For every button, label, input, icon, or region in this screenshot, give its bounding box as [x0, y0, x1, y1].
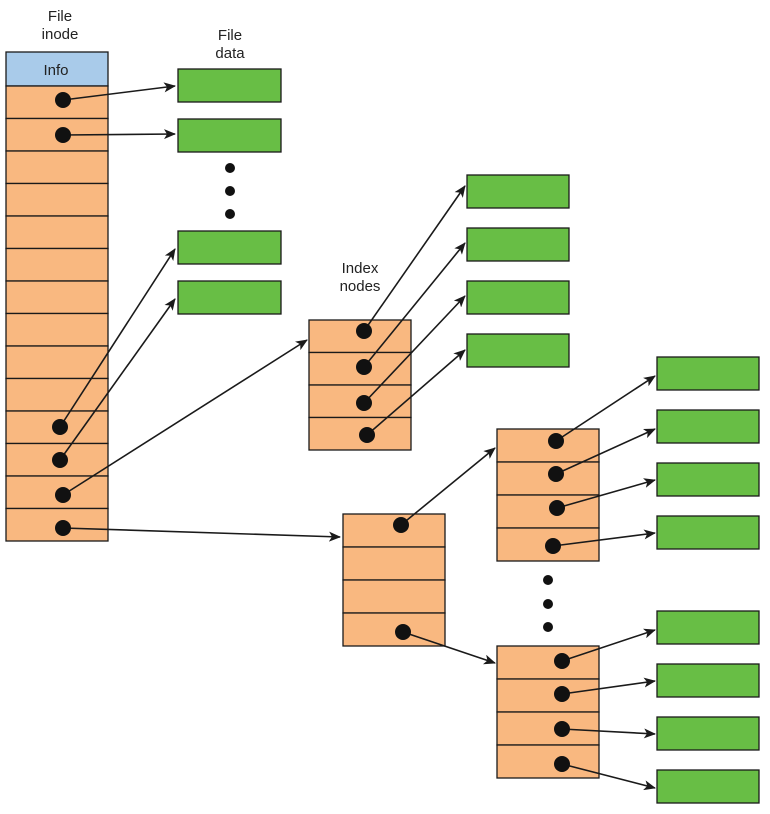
pointer-arrow: [363, 242, 466, 368]
pointer-dot: [359, 427, 375, 443]
pointer-dot: [554, 756, 570, 772]
data-block: [466, 280, 570, 315]
pointer-arrow: [400, 447, 496, 526]
index-node-entry: [496, 461, 600, 496]
data-block: [656, 716, 760, 751]
data-block: [656, 462, 760, 497]
pointer-arrow: [363, 295, 466, 404]
pointer-arrow: [561, 763, 656, 791]
pointer-dot: [356, 323, 372, 339]
pointer-arrow: [59, 248, 176, 428]
pointer-arrow: [561, 728, 656, 739]
index-node-entry: [342, 579, 446, 614]
ellipsis-dot: [543, 622, 553, 632]
pointer-arrow: [556, 478, 656, 509]
ellipsis-dot: [225, 186, 235, 196]
pointer-dot: [549, 500, 565, 516]
index-nodes-label-line2: nodes: [340, 278, 381, 295]
pointer-dot: [554, 653, 570, 669]
pointer-dot: [55, 92, 71, 108]
inode-slot: [5, 345, 109, 380]
data-block: [177, 280, 282, 315]
data-block: [656, 663, 760, 698]
pointer-arrow: [62, 129, 176, 140]
inode-slot: [5, 312, 109, 347]
pointer-dot: [52, 419, 68, 435]
pointer-dot: [548, 466, 564, 482]
data-block: [177, 118, 282, 153]
pointer-dot: [55, 127, 71, 143]
inode-slot: [5, 247, 109, 282]
pointer-dot: [554, 721, 570, 737]
pointer-dot: [52, 452, 68, 468]
pointer-arrow: [363, 185, 466, 332]
data-block: [656, 356, 760, 391]
data-block: [656, 515, 760, 550]
index-node-entry: [496, 527, 600, 562]
index-node-entry: [496, 645, 600, 680]
index-nodes-label-line1: Index: [342, 260, 379, 277]
ellipsis-dot: [225, 163, 235, 173]
data-block: [177, 230, 282, 265]
pointer-arrow: [62, 339, 308, 496]
pointer-arrow: [62, 527, 341, 542]
pointer-arrow: [59, 298, 176, 461]
pointer-dot: [545, 538, 561, 554]
pointer-arrow: [366, 349, 466, 436]
index-node-entry: [496, 744, 600, 779]
inode-slot: [5, 150, 109, 185]
file-inode-label-line1: File: [48, 8, 72, 25]
pointer-arrow: [555, 428, 656, 475]
pointer-arrow: [555, 375, 656, 442]
inode-slot: [5, 377, 109, 412]
pointer-dot: [554, 686, 570, 702]
index-node-entry: [342, 513, 446, 548]
pointer-dot: [395, 624, 411, 640]
data-block: [177, 68, 282, 103]
inode-slot: [5, 215, 109, 250]
pointer-dot: [356, 359, 372, 375]
inode-slot: [5, 280, 109, 315]
index-node-entry: [342, 546, 446, 581]
index-node-entry: [496, 711, 600, 746]
data-block: [466, 174, 570, 209]
data-block: [466, 227, 570, 262]
pointer-arrow: [62, 82, 176, 101]
pointer-dot: [356, 395, 372, 411]
ellipsis-dot: [543, 575, 553, 585]
inode-info-cell: [5, 51, 109, 87]
ellipsis-dot: [543, 599, 553, 609]
file-inode-label-line2: inode: [42, 26, 79, 43]
pointer-arrow: [561, 677, 656, 695]
data-block: [656, 610, 760, 645]
pointer-arrow: [402, 631, 496, 665]
data-block: [656, 769, 760, 804]
diagram-shapes: [5, 51, 760, 804]
index-node-entry: [496, 428, 600, 463]
inode-slot: [5, 182, 109, 217]
pointer-dot: [548, 433, 564, 449]
file-data-label-line1: File: [218, 27, 242, 44]
data-block: [466, 333, 570, 368]
index-node-entry: [496, 678, 600, 713]
pointer-arrow: [561, 628, 656, 662]
ellipsis-dot: [225, 209, 235, 219]
pointer-dot: [55, 487, 71, 503]
data-block: [656, 409, 760, 444]
pointer-dot: [55, 520, 71, 536]
pointer-arrow: [552, 529, 656, 547]
info-label: Info: [43, 62, 68, 79]
file-data-label-line2: data: [215, 45, 245, 62]
pointer-dot: [393, 517, 409, 533]
